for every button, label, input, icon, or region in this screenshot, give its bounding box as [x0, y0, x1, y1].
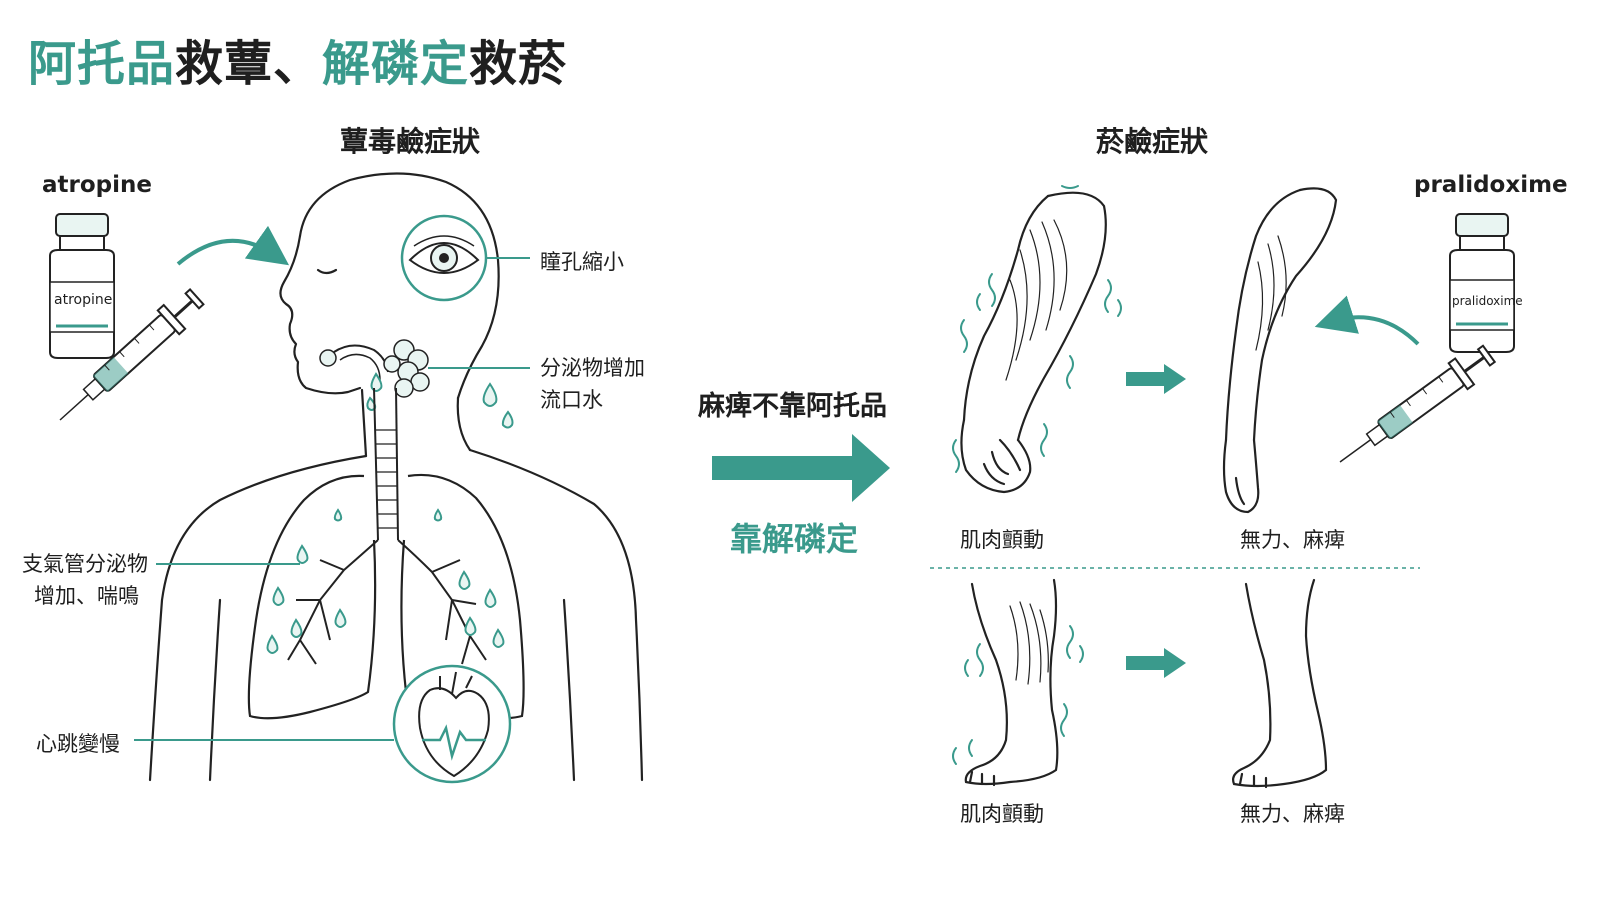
pralidoxime-vial-icon [1449, 213, 1515, 353]
note-paralysis: 麻痺不靠阿托品 [698, 391, 887, 422]
symptom-pupil: 瞳孔縮小 [540, 250, 624, 274]
bronchial-drop-icon [266, 508, 505, 654]
symptom-secretion-2: 流口水 [540, 388, 603, 412]
atropine-syringe-icon [59, 288, 205, 421]
arm-fasciculation-icon [960, 191, 1107, 494]
symptom-heart: 心跳變慢 [36, 732, 120, 756]
saliva-drop-icon [366, 372, 514, 429]
title-save-mushroom: 救蕈、 [175, 36, 323, 92]
tremor-marks-icon [952, 185, 1122, 473]
arm-arrow-icon [1126, 364, 1186, 394]
symptom-leader-lines [134, 257, 530, 741]
lungs-icon [247, 473, 525, 720]
pralidoxime-arrow-icon [1314, 295, 1420, 346]
atropine-arrow-icon [176, 225, 290, 266]
leg-after-label: 無力、麻痺 [1240, 802, 1345, 826]
page-title: 阿托品救蕈、解磷定救菸 [28, 24, 567, 94]
note-pralidoxime: 靠解磷定 [730, 520, 859, 558]
heart-icon [392, 664, 512, 784]
pralidoxime-label: pralidoxime [1414, 172, 1568, 198]
arm-weak-icon [1222, 187, 1338, 514]
leg-fasciculation-icon [964, 578, 1059, 787]
title-atropine: 阿托品 [28, 36, 176, 92]
nicotinic-heading: 菸鹼症狀 [1096, 125, 1209, 158]
trachea-icon [287, 387, 487, 665]
human-body-outline-icon [148, 172, 644, 782]
arm-after-label: 無力、麻痺 [1240, 528, 1345, 552]
atropine-vial-icon [49, 213, 115, 359]
big-arrow-icon [712, 434, 890, 502]
title-save-nicotine: 救菸 [469, 36, 568, 92]
atropine-label: atropine [42, 172, 152, 198]
atropine-vial-label: atropine [54, 292, 113, 308]
muscarinic-heading: 蕈毒鹼症狀 [340, 125, 481, 158]
leg-weak-icon [1232, 578, 1328, 789]
arm-before-label: 肌肉顫動 [960, 528, 1044, 552]
title-pralidoxime: 解磷定 [322, 36, 470, 92]
symptom-bronchial-1: 支氣管分泌物 [22, 552, 148, 576]
pralidoxime-syringe-icon [1339, 344, 1497, 463]
salivary-gland-icon [319, 339, 430, 398]
leg-arrow-icon [1126, 648, 1186, 678]
leg-before-label: 肌肉顫動 [960, 802, 1044, 826]
symptom-secretion-1: 分泌物增加 [540, 356, 645, 380]
pralidoxime-vial-label: pralidoxime [1452, 294, 1523, 308]
symptom-bronchial-2: 增加、喘鳴 [34, 584, 139, 608]
eye-pupil-icon [400, 214, 488, 302]
tremor-marks-leg-icon [952, 625, 1084, 765]
